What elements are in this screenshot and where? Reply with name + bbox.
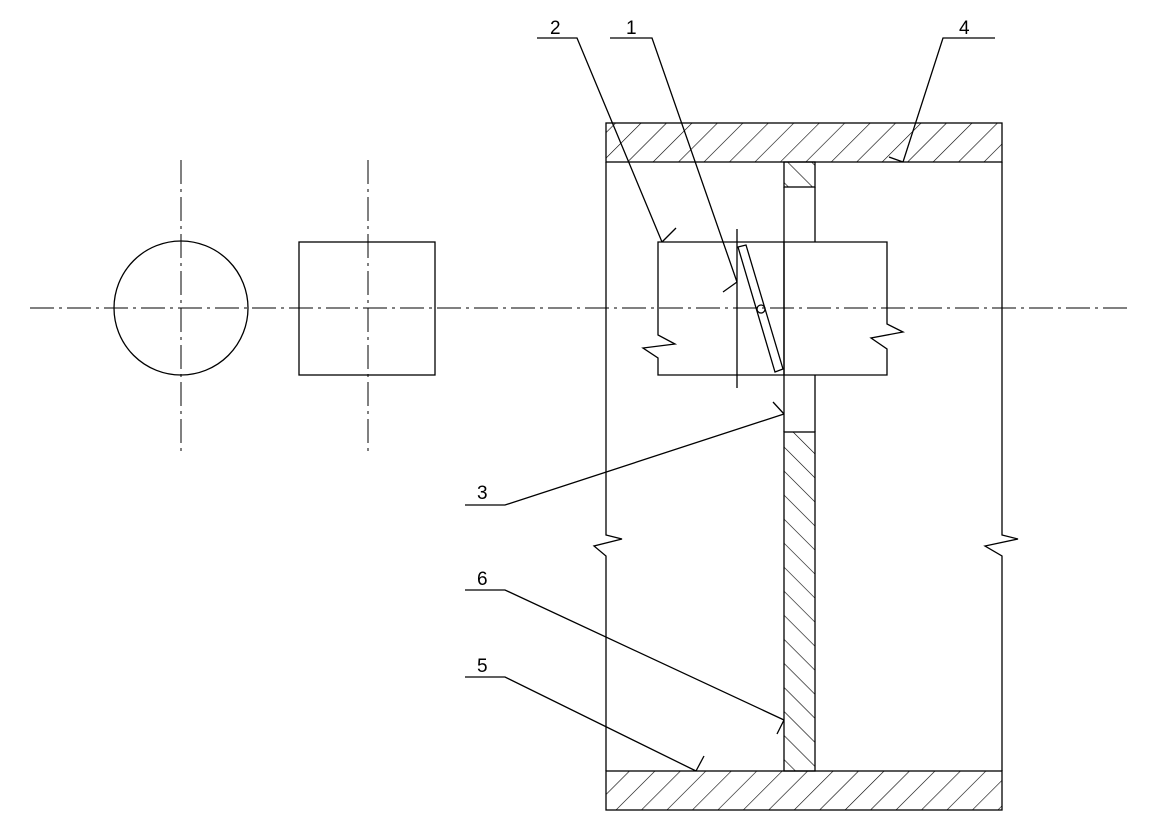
label-1: 1 <box>626 18 637 39</box>
holder-2 <box>641 241 906 376</box>
label-3: 3 <box>477 483 488 504</box>
callout-1: 1 <box>610 18 738 293</box>
top-plate-4 <box>605 122 1003 163</box>
callout-6: 6 <box>465 569 785 735</box>
square-component <box>298 160 436 455</box>
label-2: 2 <box>550 18 561 39</box>
tilted-mirror-1 <box>736 229 784 388</box>
callout-5: 5 <box>465 656 705 772</box>
partition-wall-6 <box>783 431 816 772</box>
circular-component <box>113 160 249 455</box>
callout-2: 2 <box>537 18 677 243</box>
bottom-plate-5 <box>605 770 1003 811</box>
left-wall-break <box>592 162 623 771</box>
callout-4: 4 <box>888 18 995 163</box>
partition-upper-block <box>783 161 816 188</box>
housing <box>592 122 1019 811</box>
label-6: 6 <box>477 569 488 590</box>
label-5: 5 <box>477 656 488 677</box>
label-4: 4 <box>959 18 970 39</box>
callout-3: 3 <box>465 401 785 506</box>
right-wall-break <box>983 162 1019 771</box>
